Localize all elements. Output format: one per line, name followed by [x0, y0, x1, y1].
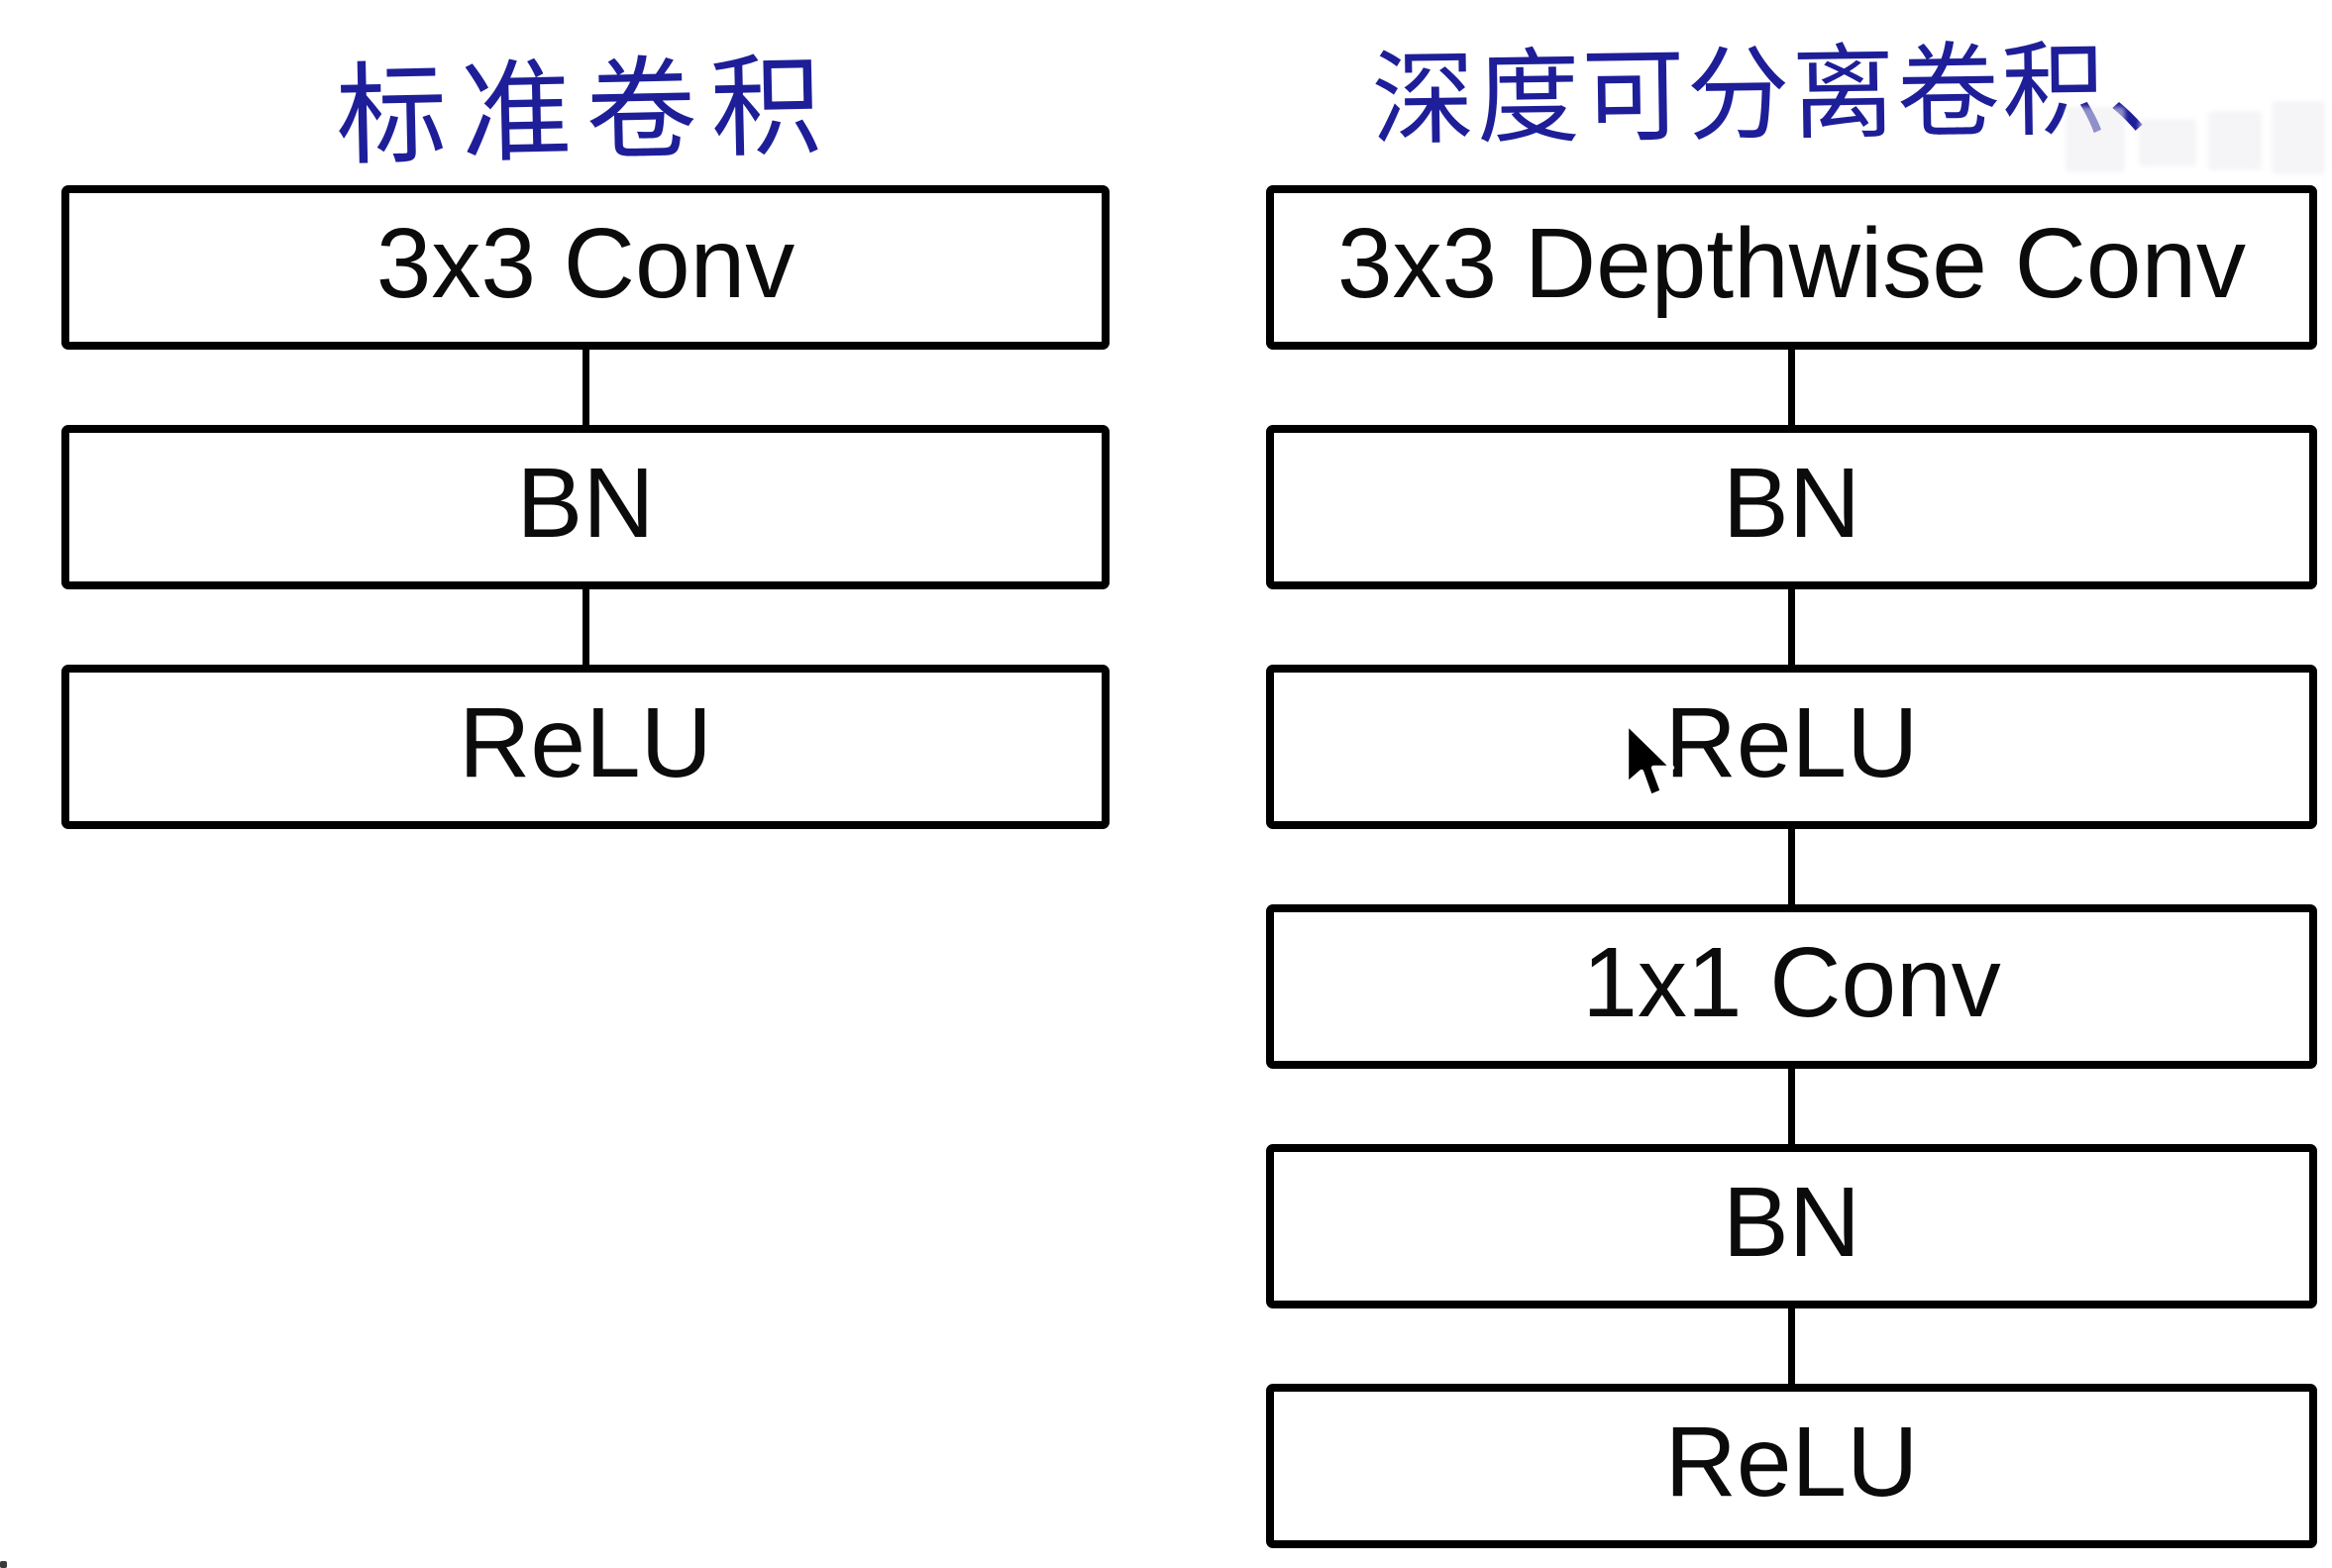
connector [583, 350, 589, 425]
connector [1788, 350, 1795, 425]
node-label: ReLU [1664, 687, 1919, 798]
node-label: ReLU [459, 687, 712, 798]
node-dw-conv3x3: 3x3 Depthwise Conv [1266, 185, 2317, 350]
connector [1788, 829, 1795, 904]
node-dw-bn1: BN [1266, 425, 2317, 589]
depthwise-separable-title: 深度可分离卷积、 [1370, 32, 2213, 158]
corner-artifact [0, 1561, 7, 1568]
node-label: ReLU [1664, 1407, 1919, 1517]
node-label: 3x3 Conv [375, 208, 795, 319]
standard-conv-title: 标准卷积 [334, 44, 837, 179]
node-std-conv3x3: 3x3 Conv [61, 185, 1110, 350]
node-label: BN [1723, 1167, 1860, 1278]
connector [1788, 1069, 1795, 1144]
node-label: 1x1 Conv [1582, 927, 2001, 1038]
node-label: BN [516, 448, 655, 559]
connector [583, 589, 589, 665]
node-std-bn: BN [61, 425, 1110, 589]
node-label: BN [1723, 448, 1860, 559]
node-label: 3x3 Depthwise Conv [1336, 208, 2247, 319]
node-std-relu: ReLU [61, 665, 1110, 829]
node-pw-conv1x1: 1x1 Conv [1266, 904, 2317, 1069]
node-dw-relu1: ReLU [1266, 665, 2317, 829]
node-dw-bn2: BN [1266, 1144, 2317, 1308]
connector [1788, 589, 1795, 665]
connector [1788, 1308, 1795, 1384]
node-dw-relu2: ReLU [1266, 1384, 2317, 1548]
